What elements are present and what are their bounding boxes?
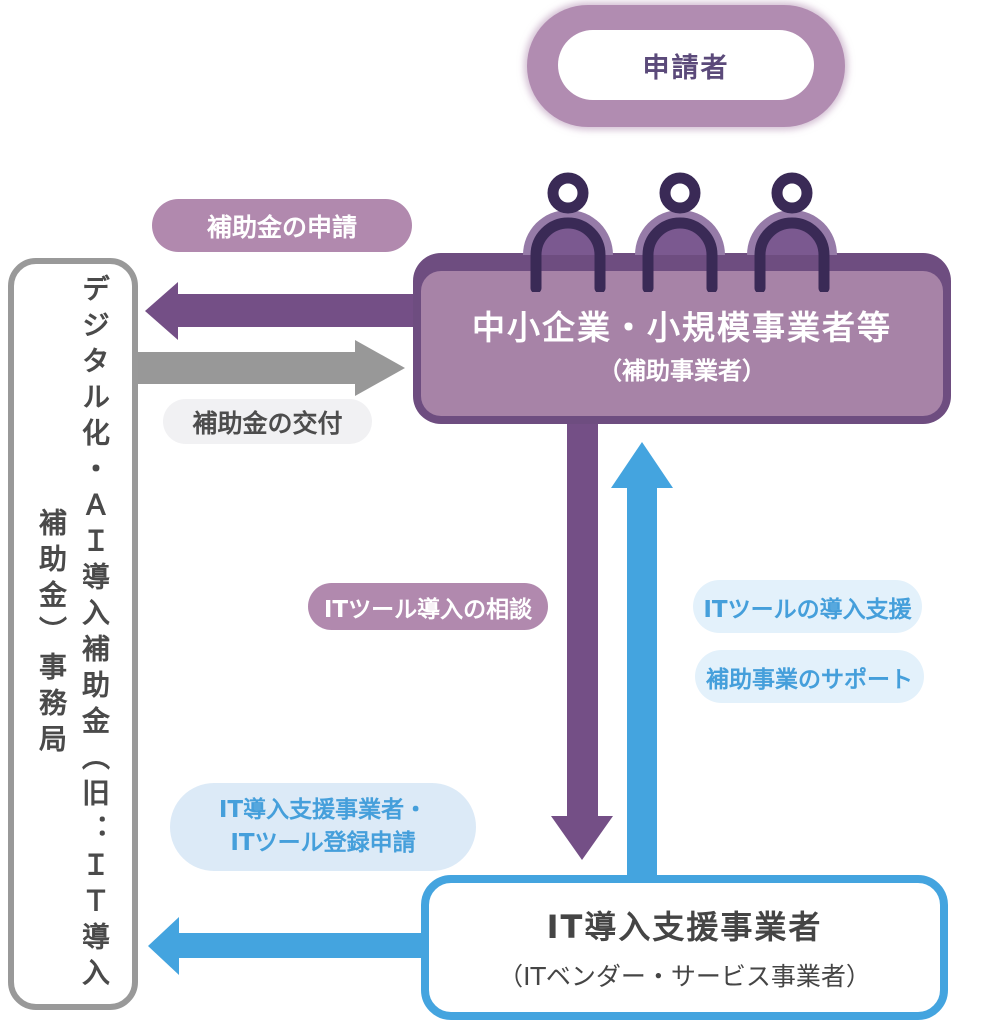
it-tool-support-label: ITツールの導入支援 bbox=[693, 580, 922, 633]
secretariat-box-label: デジタル化・ＡＩ導入補助金（旧：ＩＴ導入補助金）事務局 bbox=[30, 264, 116, 1004]
registration-label-line-1: IT導入支援事業者・ bbox=[218, 796, 428, 823]
person-icon bbox=[747, 172, 837, 292]
secretariat-line-1: デジタル化・ＡＩ導入補助金 bbox=[78, 274, 111, 742]
subsidy-application-arrow-head bbox=[145, 282, 178, 340]
subsidy-grant-label: 補助金の交付 bbox=[163, 399, 372, 444]
support-arrow-head bbox=[611, 442, 673, 488]
registration-arrow-head bbox=[148, 917, 179, 975]
registration-label: IT導入支援事業者・ ITツール登録申請 bbox=[170, 783, 476, 871]
subsidy-application-label: 補助金の申請 bbox=[152, 199, 412, 252]
subsidy-application-arrow-shaft bbox=[178, 294, 421, 327]
vendor-box-title: IT導入支援事業者 bbox=[546, 908, 823, 946]
applicant-node: 申請者 bbox=[527, 5, 845, 127]
it-tool-consultation-label: ITツール導入の相談 bbox=[308, 583, 548, 630]
secretariat-box: デジタル化・ＡＩ導入補助金（旧：ＩＴ導入補助金）事務局 bbox=[8, 258, 138, 1010]
registration-label-line-2: ITツール登録申請 bbox=[230, 830, 416, 856]
person-icon bbox=[635, 172, 725, 292]
support-arrow-shaft bbox=[627, 488, 657, 883]
sme-box-subtitle: （補助事業者） bbox=[598, 357, 766, 385]
subsidy-grant-arrow-head bbox=[355, 340, 405, 396]
project-support-label: 補助事業のサポート bbox=[695, 650, 924, 703]
consultation-arrow-head bbox=[551, 816, 613, 860]
vendor-box-subtitle: （ITベンダー・サービス事業者） bbox=[498, 962, 871, 991]
consultation-arrow-shaft bbox=[567, 410, 598, 816]
registration-arrow-shaft bbox=[179, 933, 429, 958]
sme-box: 中小企業・小規模事業者等 （補助事業者） bbox=[413, 253, 951, 424]
subsidy-grant-arrow-shaft bbox=[130, 352, 355, 384]
secretariat-line-2: （旧：ＩＴ導入補助金）事務局 bbox=[35, 508, 111, 994]
person-icon bbox=[523, 172, 613, 292]
sme-box-title: 中小企業・小規模事業者等 bbox=[472, 308, 892, 347]
applicant-label: 申請者 bbox=[558, 30, 814, 100]
vendor-box: IT導入支援事業者 （ITベンダー・サービス事業者） bbox=[421, 875, 948, 1020]
sme-box-inner: 中小企業・小規模事業者等 （補助事業者） bbox=[421, 271, 943, 416]
